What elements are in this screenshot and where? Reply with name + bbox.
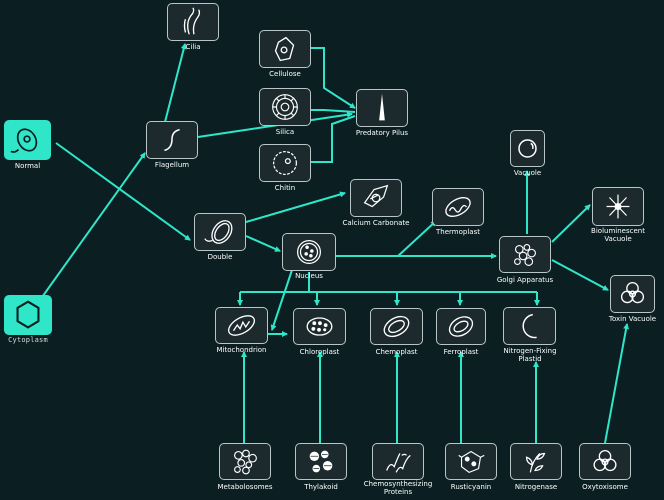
label-vacuole: Vacuole <box>513 169 542 177</box>
line-chitin-pilus <box>311 115 356 163</box>
biohazard-icon <box>620 281 645 304</box>
biohazard-icon <box>593 449 617 472</box>
rusticyanin-icon <box>458 450 485 474</box>
node-normal[interactable] <box>4 120 51 160</box>
label-nucleus: Nucleus <box>295 272 323 280</box>
ferroplast-icon <box>448 316 474 337</box>
chemoplast-icon <box>383 315 410 338</box>
label-predatory-pilus: Predatory Pilus <box>355 129 409 137</box>
label-cilia: Cilia <box>185 43 201 51</box>
line-cytoplasm-flagellum <box>39 152 146 301</box>
cilia-icon <box>183 7 201 35</box>
label-calcium-carbonate: Calcium Carbonate <box>342 219 410 227</box>
nucleus-icon <box>297 240 321 264</box>
node-thylakoid[interactable] <box>295 443 347 480</box>
silica-icon <box>272 94 298 120</box>
node-chemoplast[interactable] <box>370 308 423 345</box>
line-golgi-bio <box>551 204 591 243</box>
line-normal-double <box>55 142 191 241</box>
line-nucleus-mito <box>270 269 293 331</box>
label-toxin-vacuole: Toxin Vacuole <box>608 315 657 323</box>
label-chitin: Chitin <box>274 184 296 192</box>
node-flagellum[interactable] <box>146 121 198 159</box>
line-silica-pilus <box>311 109 356 113</box>
label-chloroplast: Chloroplast <box>299 348 340 356</box>
line-cellulose-pilus <box>311 47 356 109</box>
moon-icon <box>522 313 537 339</box>
bioluminescent-icon <box>606 194 630 219</box>
label-mitochondrion: Mitochondrion <box>216 346 267 354</box>
node-predatory-pilus[interactable] <box>356 89 408 127</box>
label-thylakoid: Thylakoid <box>304 483 338 491</box>
node-oxytoxisome[interactable] <box>579 443 631 480</box>
label-ferroplast: Ferroplast <box>443 348 479 356</box>
label-silica: Silica <box>275 128 295 136</box>
line-flagellum-cilia <box>164 43 187 123</box>
node-cytoplasm[interactable] <box>4 295 52 335</box>
label-metabolosomes: Metabolosomes <box>217 483 273 491</box>
chitin-icon <box>273 151 297 175</box>
node-golgi[interactable] <box>499 236 551 273</box>
label-oxytoxisome: Oxytoxisome <box>582 483 628 491</box>
label-rusticyanin: Rusticyanin <box>450 483 492 491</box>
node-chloroplast[interactable] <box>293 308 346 345</box>
label-cellulose: Cellulose <box>269 70 301 78</box>
line-oxytoxisome-toxin <box>604 323 630 444</box>
label-normal: Normal <box>14 162 41 170</box>
node-mitochondrion[interactable] <box>215 307 268 344</box>
golgi-icon <box>514 244 536 266</box>
label-flagellum: Flagellum <box>154 161 190 169</box>
node-double[interactable] <box>194 213 246 251</box>
label-nitrogenase: Nitrogenase <box>514 483 558 491</box>
chloroplast-icon <box>306 317 333 336</box>
label-chemoplast: Chemoplast <box>375 348 418 356</box>
label-bio-vacuole: Bioluminescent Vacuole <box>591 227 645 243</box>
node-calcium-carbonate[interactable] <box>350 179 402 217</box>
node-nucleus[interactable] <box>282 233 336 271</box>
calcium-carbonate-icon <box>363 184 389 208</box>
node-ferroplast[interactable] <box>436 308 486 345</box>
node-nitro-plastid[interactable] <box>503 307 556 345</box>
line-nucleus-thermoplast <box>397 220 437 257</box>
node-cellulose[interactable] <box>259 30 311 68</box>
label-thermoplast: Thermoplast <box>436 228 480 236</box>
thermoplast-icon <box>445 197 471 217</box>
node-chemo-proteins[interactable] <box>372 443 424 480</box>
line-golgi-toxin <box>551 259 609 291</box>
line-double-calcium <box>245 191 346 223</box>
label-double: Double <box>207 253 233 261</box>
thylakoid-icon <box>309 450 333 473</box>
chemo-proteins-icon <box>386 453 411 473</box>
line-double-nucleus <box>245 235 281 252</box>
node-metabolosomes[interactable] <box>219 443 271 480</box>
cellulose-icon <box>274 36 295 62</box>
node-cilia[interactable] <box>167 3 219 41</box>
pilus-icon <box>379 93 385 121</box>
label-cytoplasm: Cytoplasm <box>8 336 48 344</box>
node-toxin-vacuole[interactable] <box>610 275 655 313</box>
node-thermoplast[interactable] <box>432 188 484 226</box>
hexagon-icon <box>16 300 40 329</box>
metabolosomes-icon <box>234 449 257 475</box>
double-membrane-icon <box>204 220 233 244</box>
label-golgi: Golgi Apparatus <box>496 276 554 284</box>
cell-icon <box>10 128 38 153</box>
nitrogenase-icon <box>525 452 546 473</box>
node-vacuole[interactable] <box>510 130 545 167</box>
mitochondrion-icon <box>227 315 256 336</box>
node-rusticyanin[interactable] <box>445 443 497 480</box>
vacuole-icon <box>518 139 537 158</box>
label-chemo-proteins: Chemosynthesizing Proteins <box>363 480 433 496</box>
node-nitrogenase[interactable] <box>510 443 562 480</box>
node-bio-vacuole[interactable] <box>592 187 644 226</box>
label-nitro-plastid: Nitrogen-Fixing Plastid <box>503 347 557 363</box>
node-silica[interactable] <box>259 88 311 126</box>
node-chitin[interactable] <box>259 144 311 182</box>
flagellum-icon <box>164 128 180 152</box>
